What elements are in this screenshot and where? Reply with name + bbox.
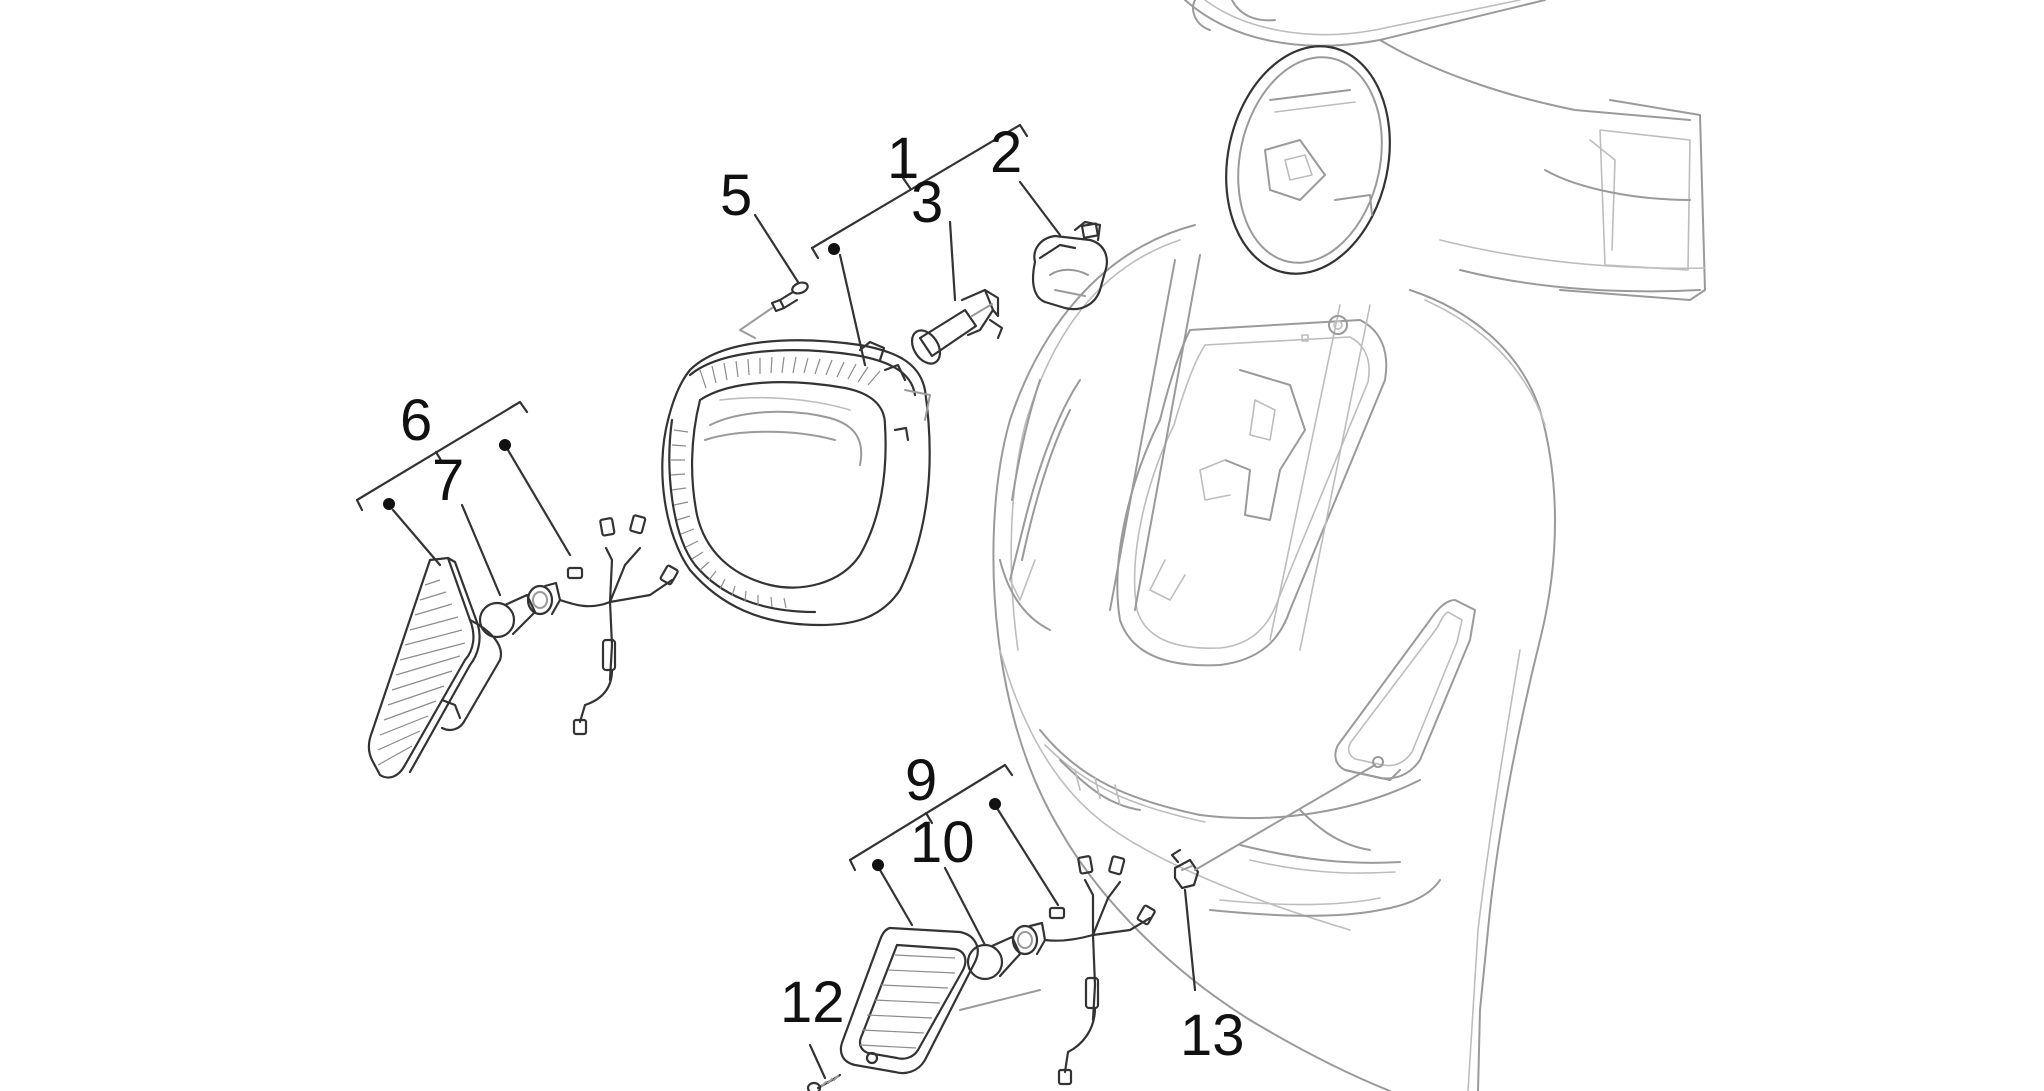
leader-lines — [355, 123, 1376, 1080]
callout-5: 5 — [720, 163, 752, 228]
callout-2: 2 — [990, 120, 1022, 185]
left-turn-indicator — [367, 556, 503, 779]
right-indicator-socket — [1011, 921, 1047, 956]
callout-3: 3 — [911, 170, 943, 235]
left-indicator-wiring — [558, 514, 679, 736]
reference-dot — [989, 798, 1001, 810]
right-indicator-wiring — [1043, 855, 1156, 1086]
callout-13: 13 — [1180, 1003, 1245, 1068]
callout-7: 7 — [432, 448, 464, 513]
reference-dots — [383, 243, 1001, 871]
reference-dot — [828, 243, 840, 255]
right-turn-indicator — [839, 926, 979, 1075]
callout-10: 10 — [910, 810, 975, 875]
headlight-unit — [661, 339, 931, 627]
reference-dot — [872, 859, 884, 871]
callout-9: 9 — [905, 748, 937, 813]
callout-1: 1 — [887, 126, 919, 191]
headlight-bulb — [910, 288, 1004, 365]
bulb-socket — [1031, 220, 1108, 311]
left-indicator-socket — [526, 581, 562, 616]
reference-dot — [383, 498, 395, 510]
mounting-screw — [770, 281, 809, 313]
callout-6: 6 — [400, 388, 432, 453]
scooter-front-shield — [992, 0, 1706, 1091]
callout-labels: 1 2 3 5 6 7 9 10 12 13 — [400, 120, 1245, 1068]
reference-dot — [499, 439, 511, 451]
indicator-screw — [806, 1073, 842, 1091]
spring-clip — [1170, 848, 1200, 890]
callout-12: 12 — [780, 970, 845, 1035]
left-indicator-bulb — [478, 593, 537, 639]
